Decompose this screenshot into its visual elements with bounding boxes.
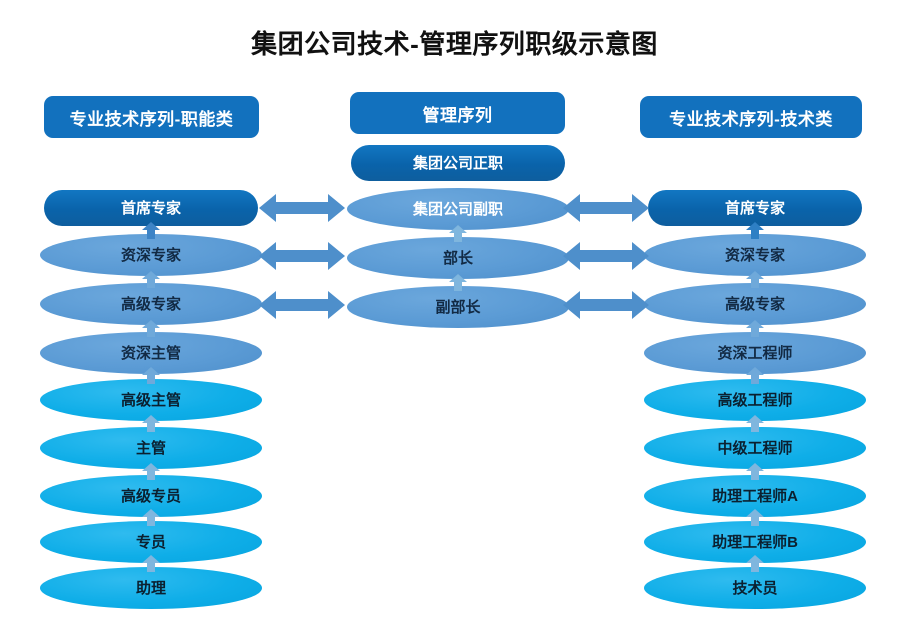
up-arrow-icon-left-8 <box>141 555 161 572</box>
node-right-6[interactable]: 中级工程师 <box>644 427 866 469</box>
column-header-functional: 专业技术序列-职能类 <box>44 96 259 138</box>
up-arrow-icon-right-8 <box>745 555 765 572</box>
node-right-3[interactable]: 高级专家 <box>644 283 866 325</box>
up-arrow-icon-right-3 <box>745 320 765 337</box>
node-right-6-label: 中级工程师 <box>717 439 793 457</box>
node-left-4-label: 资深主管 <box>120 344 181 362</box>
node-left-9-label: 助理 <box>135 579 166 597</box>
node-middle-2[interactable]: 集团公司副职 <box>347 188 569 230</box>
node-right-9-label: 技术员 <box>732 579 778 597</box>
node-middle-3-label: 部长 <box>442 249 473 267</box>
node-left-5-label: 高级主管 <box>120 391 181 409</box>
up-arrow-icon-right-2 <box>745 271 765 288</box>
double-arrow-icon-right-row2 <box>563 239 649 273</box>
up-arrow-icon-middle-2 <box>448 274 468 291</box>
node-right-1-label: 首席专家 <box>724 199 785 217</box>
up-arrow-icon-left-4 <box>141 367 161 384</box>
node-right-5-label: 高级工程师 <box>717 391 793 409</box>
double-arrow-icon-left-row2 <box>259 239 345 273</box>
node-left-6[interactable]: 主管 <box>40 427 262 469</box>
up-arrow-icon-left-6 <box>141 463 161 480</box>
column-header-technical-label: 专业技术序列-技术类 <box>669 109 833 129</box>
node-middle-3[interactable]: 部长 <box>347 237 569 279</box>
node-left-8-label: 专员 <box>135 533 166 551</box>
node-right-3-label: 高级专家 <box>724 295 785 313</box>
node-right-8-label: 助理工程师B <box>712 533 798 551</box>
node-left-1-label: 首席专家 <box>120 199 181 217</box>
node-middle-1[interactable]: 集团公司正职 <box>351 145 565 181</box>
up-arrow-icon-left-3 <box>141 320 161 337</box>
node-left-5[interactable]: 高级主管 <box>40 379 262 421</box>
up-arrow-icon-left-1 <box>141 222 161 239</box>
node-left-2-label: 资深专家 <box>120 246 181 264</box>
up-arrow-icon-left-2 <box>141 271 161 288</box>
page-title: 集团公司技术-管理序列职级示意图 <box>251 29 658 59</box>
double-arrow-icon-left-row1 <box>259 191 345 225</box>
node-middle-4-label: 副部长 <box>435 298 481 316</box>
node-left-6-label: 主管 <box>135 439 166 457</box>
column-header-management: 管理序列 <box>350 92 565 134</box>
node-right-7-label: 助理工程师A <box>712 487 798 505</box>
node-left-2[interactable]: 资深专家 <box>40 234 262 276</box>
double-arrow-icon-right-row1 <box>563 191 649 225</box>
up-arrow-icon-right-5 <box>745 415 765 432</box>
node-middle-4[interactable]: 副部长 <box>347 286 569 328</box>
column-header-management-label: 管理序列 <box>422 105 493 125</box>
node-left-3[interactable]: 高级专家 <box>40 283 262 325</box>
node-middle-2-label: 集团公司副职 <box>412 200 503 218</box>
up-arrow-icon-middle-1 <box>448 225 468 242</box>
node-right-4-label: 资深工程师 <box>717 344 793 362</box>
double-arrow-icon-right-row3 <box>563 288 649 322</box>
up-arrow-icon-right-6 <box>745 463 765 480</box>
node-left-3-label: 高级专家 <box>120 295 181 313</box>
column-header-technical: 专业技术序列-技术类 <box>640 96 862 138</box>
node-left-7-label: 高级专员 <box>120 487 181 505</box>
double-arrow-icon-left-row3 <box>259 288 345 322</box>
node-right-2[interactable]: 资深专家 <box>644 234 866 276</box>
node-left-9[interactable]: 助理 <box>40 567 262 609</box>
node-right-5[interactable]: 高级工程师 <box>644 379 866 421</box>
up-arrow-icon-right-7 <box>745 509 765 526</box>
up-arrow-icon-left-7 <box>141 509 161 526</box>
up-arrow-icon-left-5 <box>141 415 161 432</box>
up-arrow-icon-right-1 <box>745 222 765 239</box>
column-header-functional-label: 专业技术序列-职能类 <box>69 109 234 129</box>
node-middle-1-label: 集团公司正职 <box>412 154 503 172</box>
node-right-9[interactable]: 技术员 <box>644 567 866 609</box>
node-left-1[interactable]: 首席专家 <box>44 190 258 226</box>
node-right-2-label: 资深专家 <box>724 246 785 264</box>
node-right-1[interactable]: 首席专家 <box>648 190 862 226</box>
up-arrow-icon-right-4 <box>745 367 765 384</box>
